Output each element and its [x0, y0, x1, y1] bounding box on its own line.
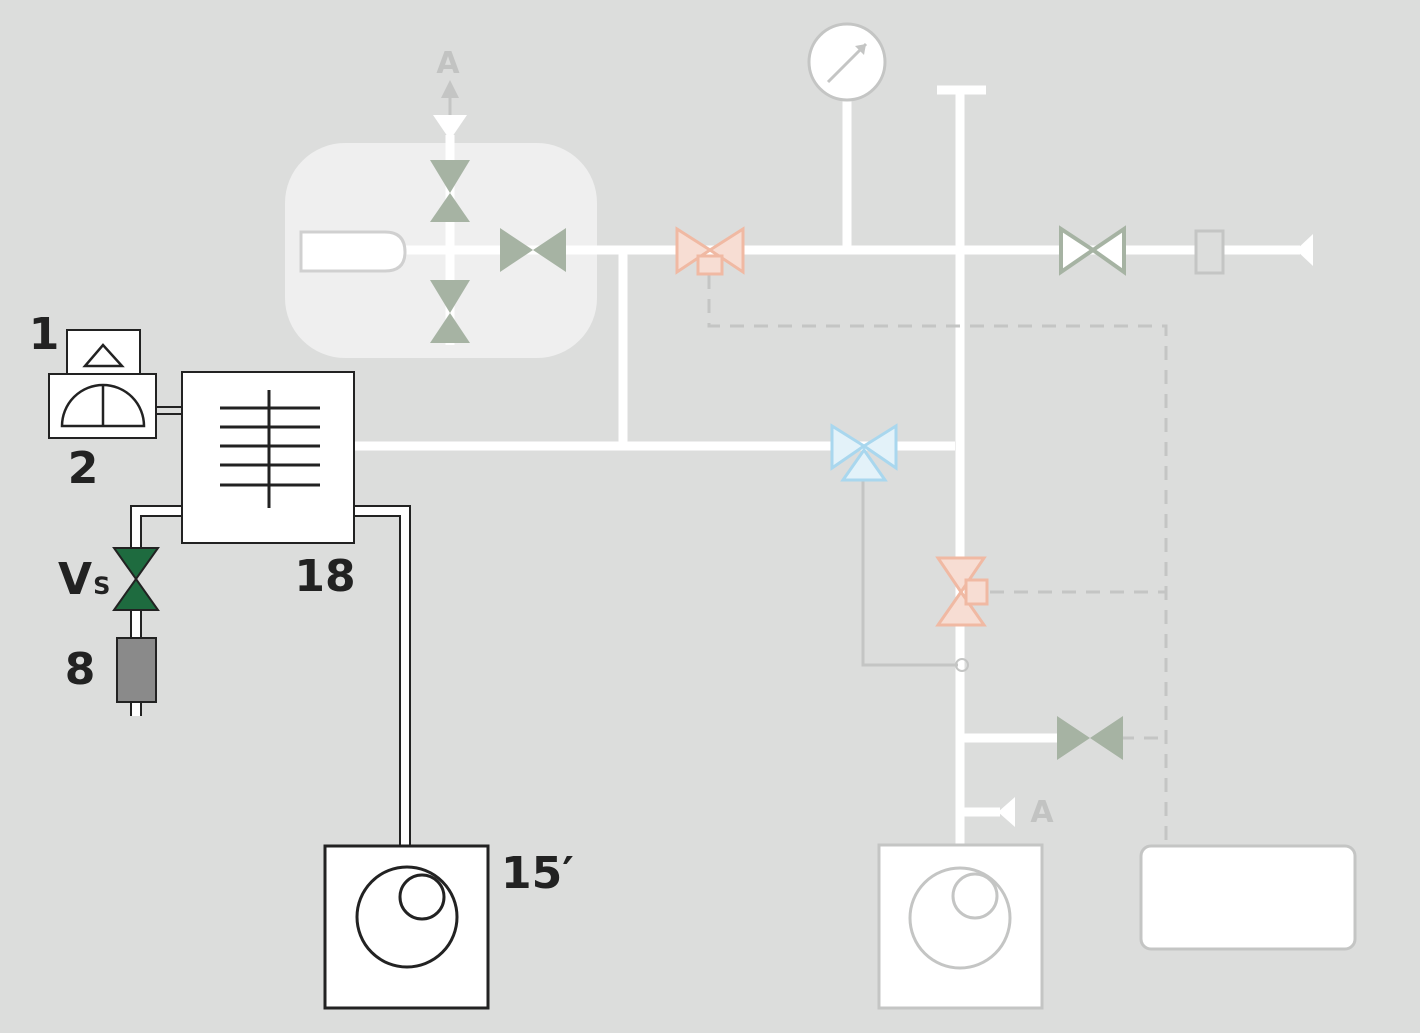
outlined-valve-right: [1059, 225, 1126, 276]
inline-fitting: [1194, 229, 1225, 275]
gauge-sensor-head: [66, 329, 141, 375]
arrow-up-icon: [441, 80, 459, 98]
label-chamber-18: 18: [294, 551, 355, 602]
cylinder-shape: [299, 230, 407, 273]
rotary-pump-icon: [323, 844, 490, 1010]
label-filter-8: 8: [65, 644, 96, 695]
highlight-network: 1 2 VS 8 18 15′: [29, 309, 574, 1010]
side-valve-lower: [1057, 716, 1123, 760]
background-network: A: [285, 22, 1357, 1010]
line-end-flare: [1296, 234, 1313, 266]
label-valve-vs: VS: [58, 554, 110, 605]
shutoff-valve-vs: [112, 547, 160, 611]
process-chamber: [181, 371, 355, 544]
label-gauge-1: 1: [29, 309, 60, 360]
blue-valve: [830, 423, 898, 482]
vent-funnel-top: [433, 115, 467, 140]
triangle-icon: [82, 343, 125, 368]
vent-label-top: A: [436, 46, 460, 81]
cluster-valve-horizontal: [500, 228, 566, 272]
gauge-display-head: [48, 373, 157, 439]
label-pump-15: 15′: [501, 848, 574, 899]
cluster-valve-lower: [430, 280, 470, 343]
pressure-gauge-icon: [807, 22, 887, 102]
filter-cartridge: [116, 637, 157, 703]
cluster-valve-upper: [430, 160, 470, 222]
salmon-valve-top: [675, 226, 745, 276]
label-valve-vs-sub: S: [93, 572, 110, 600]
vent-funnel-bottom: [998, 797, 1015, 827]
salmon-valve-vertical: [935, 556, 989, 627]
rotary-pump-icon-faint: [877, 843, 1044, 1010]
vent-label-bottom: A: [1030, 795, 1054, 830]
label-gauge-2: 2: [68, 443, 99, 494]
controller-box: [1139, 844, 1357, 951]
label-valve-vs-main: V: [58, 554, 92, 605]
